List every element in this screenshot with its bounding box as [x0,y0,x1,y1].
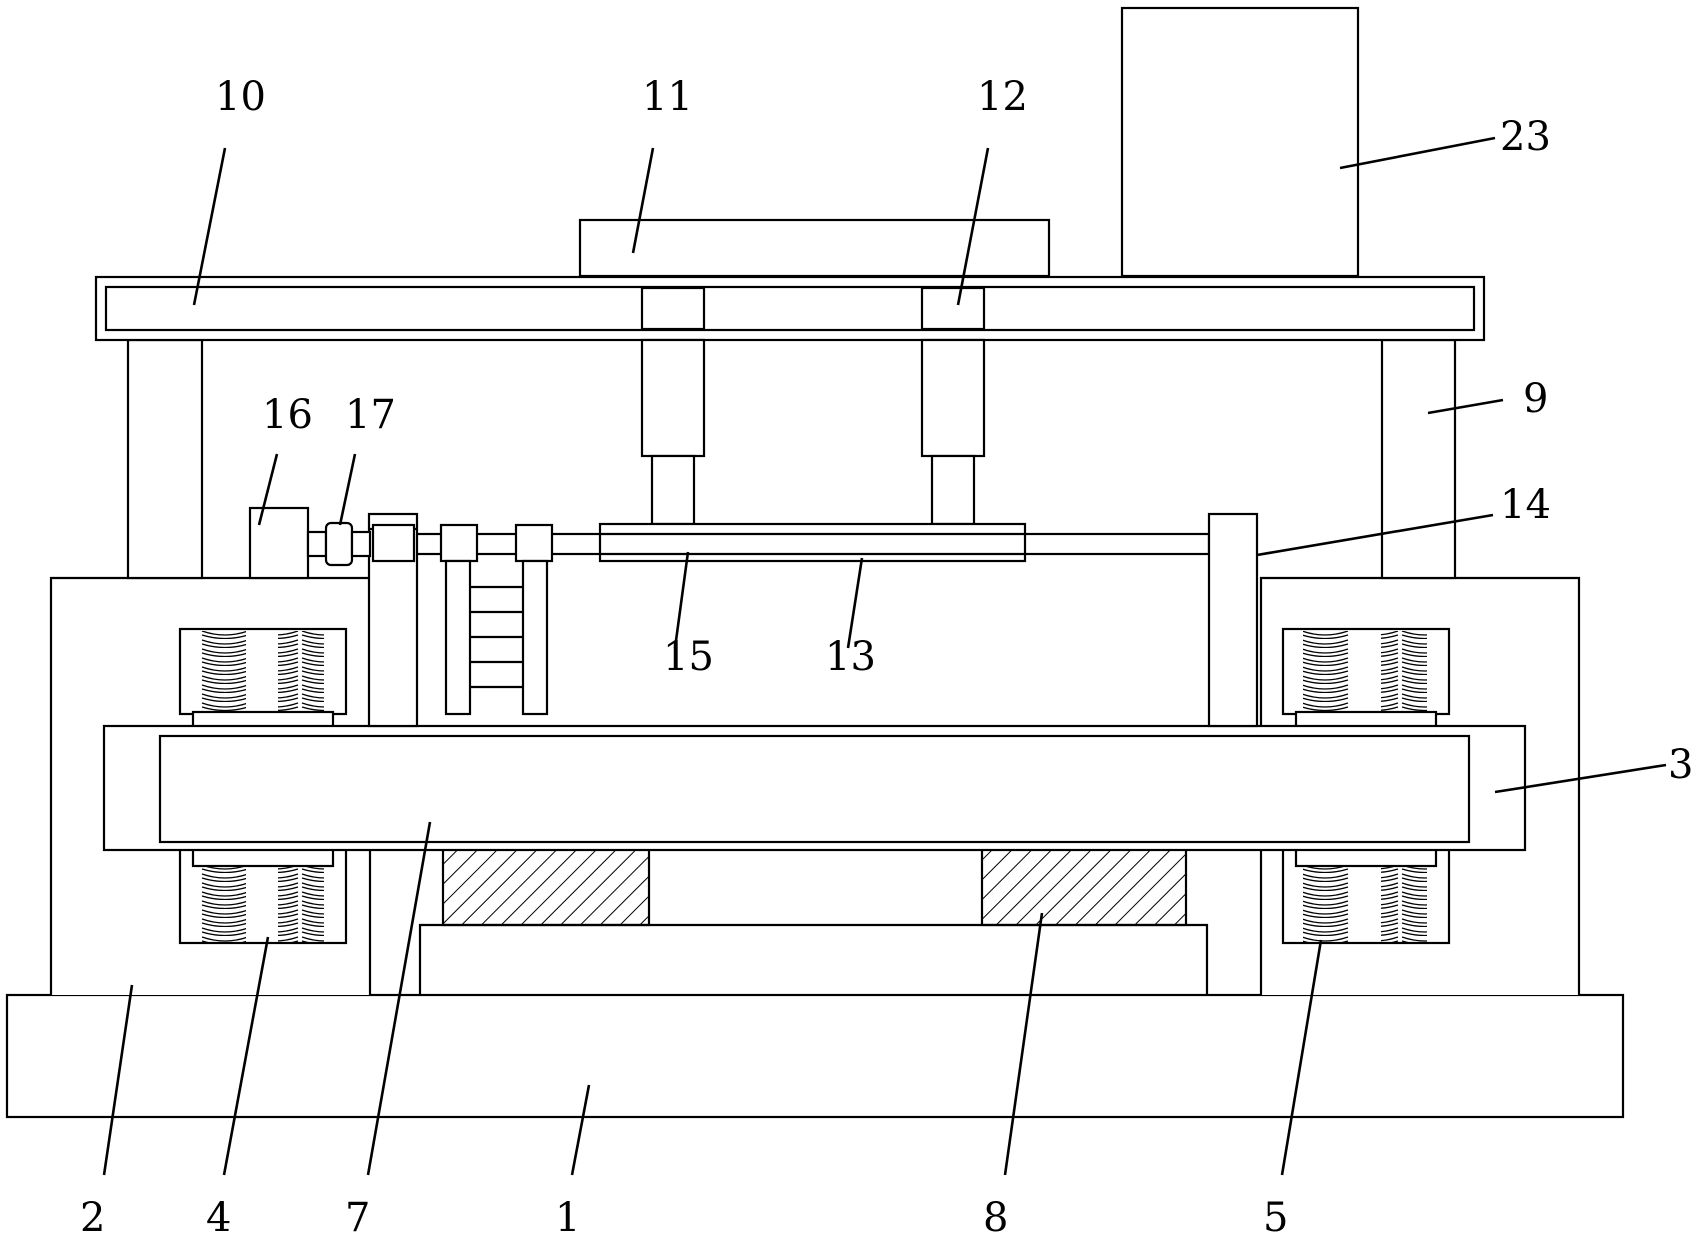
damping-block-left [441,840,651,927]
label-11: 11 [642,74,693,120]
slider-block-right [514,523,554,563]
top-block [578,218,1051,278]
coupling-block [371,523,416,563]
label-2: 2 [80,1195,105,1240]
drive-motor [248,506,310,580]
label-14: 14 [1500,482,1551,528]
label-15: 15 [663,634,714,680]
label-1: 1 [555,1195,580,1240]
cylinder-left [640,286,706,526]
cylinder-right [920,286,986,526]
spring-housing-bottom-right [1281,841,1451,945]
label-10: 10 [215,74,266,120]
label-3: 3 [1668,742,1693,788]
press-plate [598,522,1027,563]
column-left [126,338,204,580]
slider-block-left [439,523,479,563]
shaft-coupling [306,521,372,567]
motor-box [1120,6,1360,278]
label-12: 12 [977,74,1028,120]
ladder-frame [444,559,549,716]
label-17: 17 [345,392,396,438]
label-23: 23 [1500,114,1551,160]
label-8: 8 [983,1195,1008,1240]
damping-block-right [980,840,1188,927]
work-plate [158,734,1471,844]
label-7: 7 [345,1195,370,1240]
spring-housing-top-left [178,627,348,737]
label-13: 13 [825,634,876,680]
leader-lines [102,136,1667,1176]
column-right [1380,338,1457,580]
label-5: 5 [1263,1195,1288,1240]
bearing-block-right [1207,512,1259,728]
label-4: 4 [206,1195,231,1240]
base [5,923,1625,1119]
spring-housing-top-right [1281,627,1451,737]
label-9: 9 [1523,376,1548,422]
spring-housing-bottom-left [178,841,348,945]
label-16: 16 [262,392,313,438]
top-beam [94,275,1486,342]
